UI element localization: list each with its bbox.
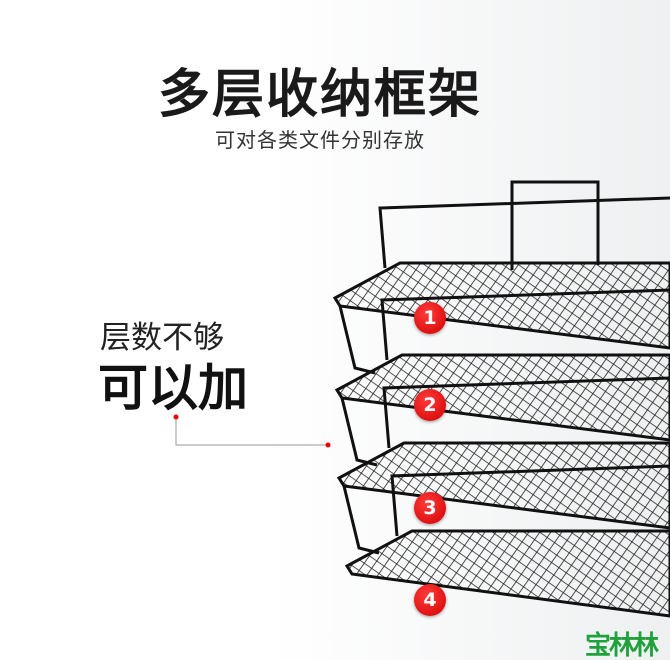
brand-logo: 宝林林 [585,631,659,660]
tray-handle [510,180,600,270]
callout-line-1: 层数不够 [100,320,224,356]
tray-number-badge: 1 [414,302,446,334]
wire-tray [332,196,670,375]
tray-number-badge: 3 [414,492,446,524]
tray-number-badge: 2 [414,389,446,421]
page-title: 多层收纳框架 [157,65,482,125]
tray-number-badge: 4 [414,584,446,616]
callout-line-2: 可以加 [98,359,248,417]
page-subtitle: 可对各类文件分别存放 [215,128,425,152]
wire-tray [344,464,670,618]
callout-line [173,414,331,448]
